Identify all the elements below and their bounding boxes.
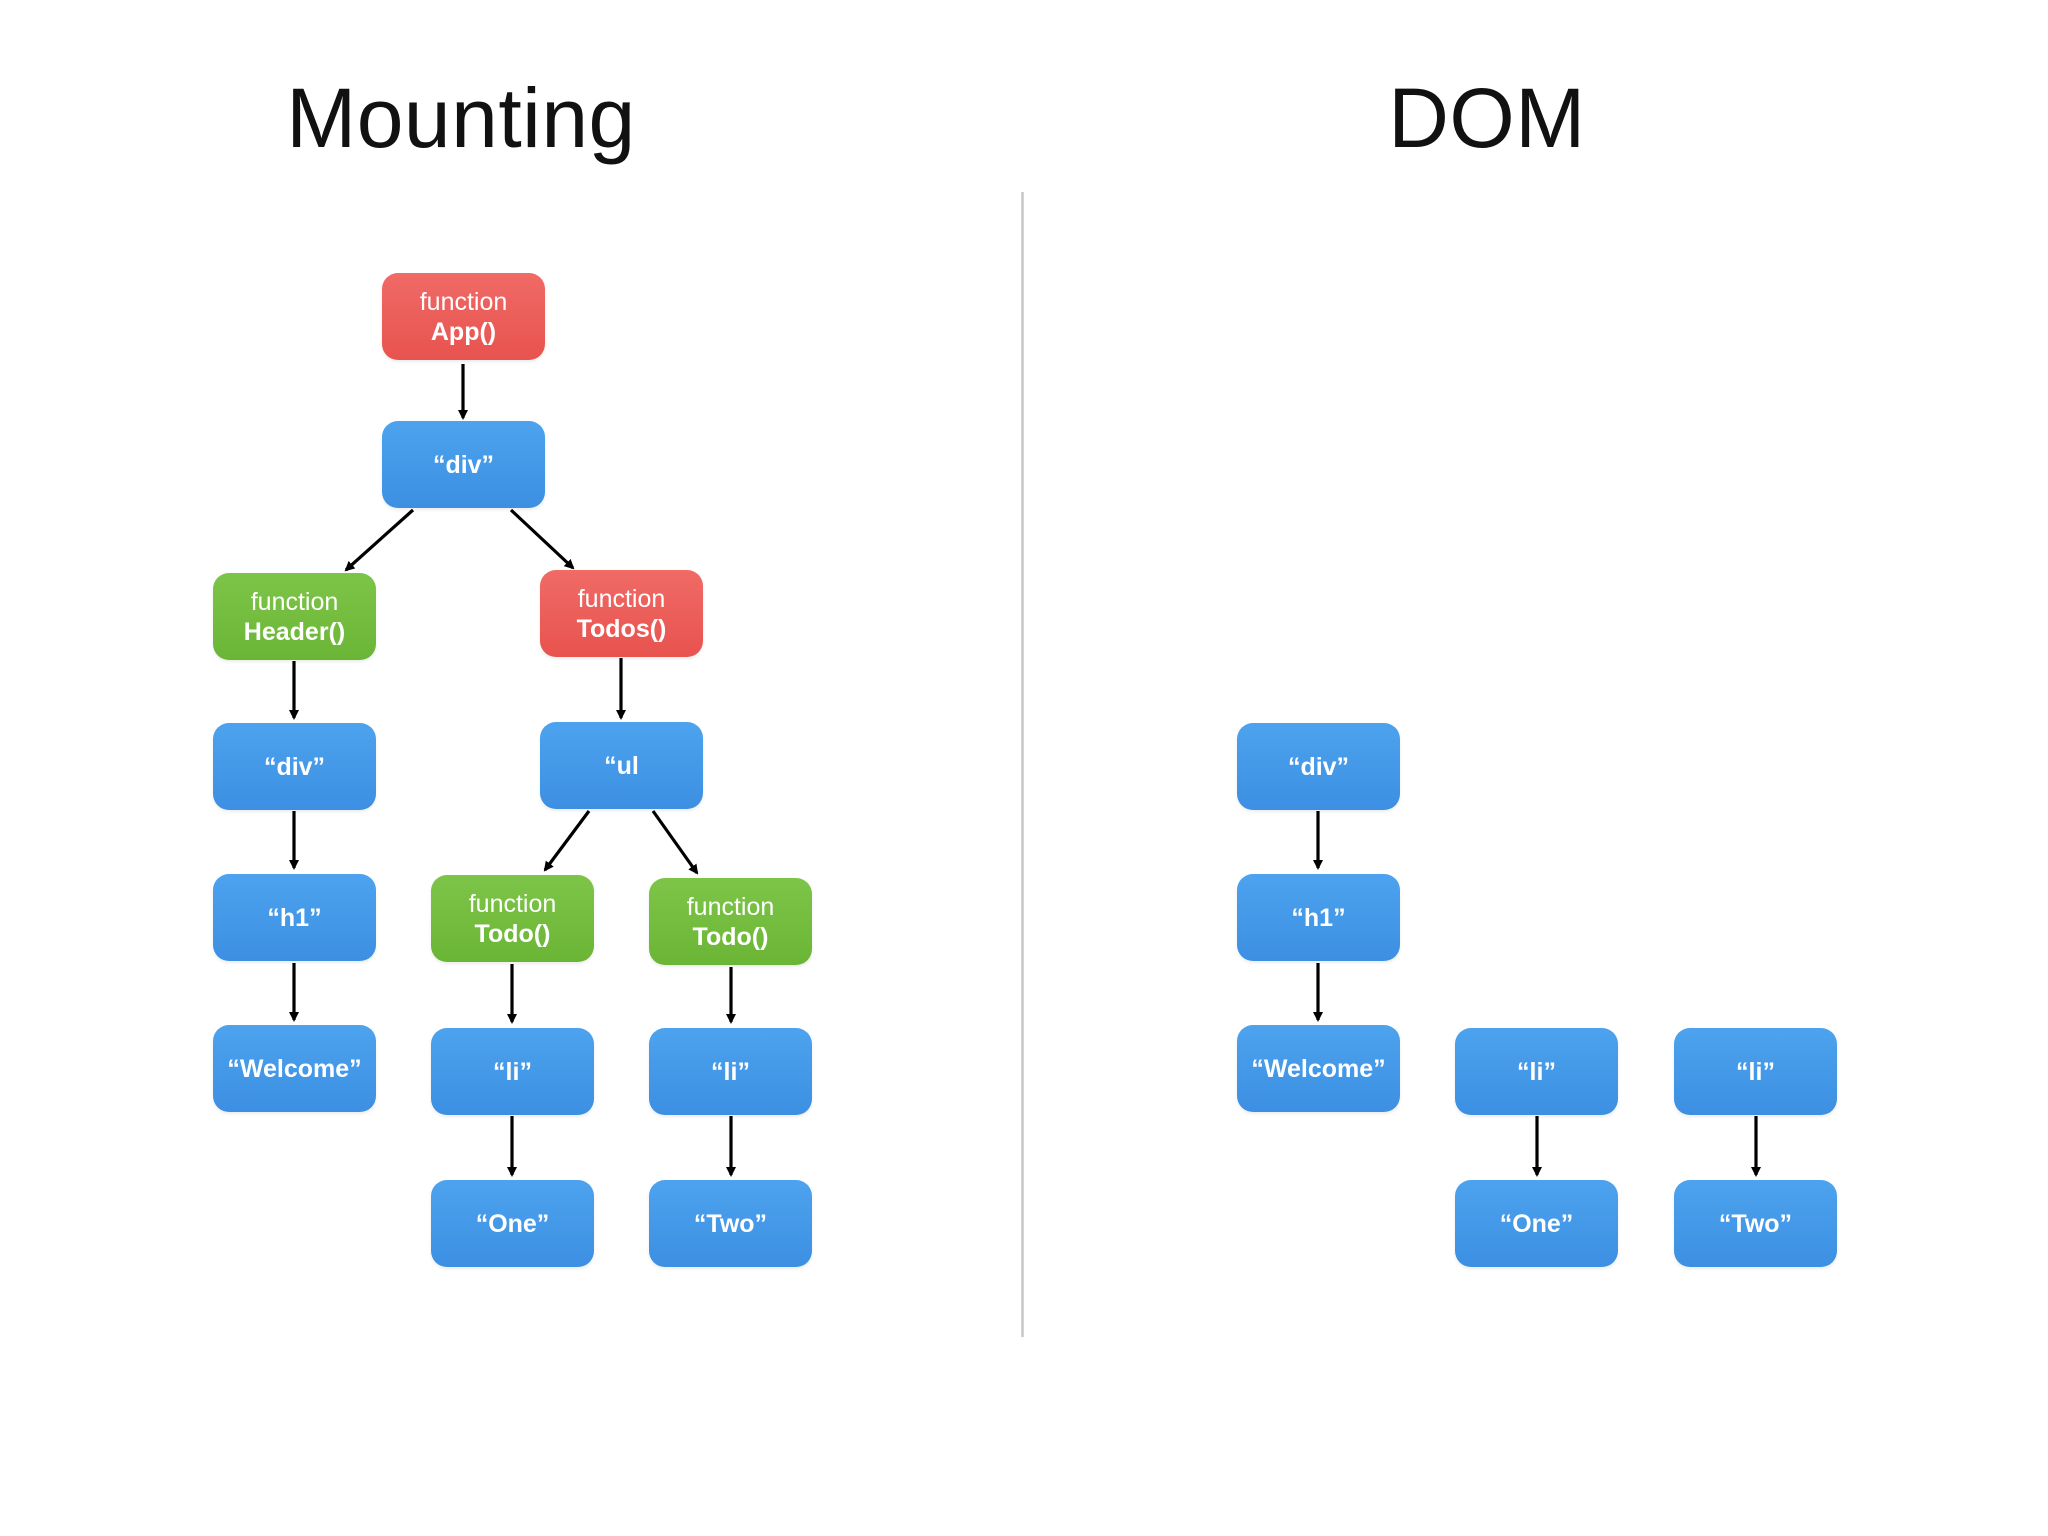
element-label: “One” [475,1209,550,1238]
function-keyword: function [686,892,775,921]
element-label: “li” [711,1057,750,1086]
todo1-function-node: function Todo() [431,875,594,962]
element-label: “div” [1287,752,1350,781]
one-text-node: “One” [431,1180,594,1267]
dom-two-node: “Two” [1674,1180,1837,1267]
element-label: “Two” [693,1209,768,1238]
mounting-title: Mounting [286,71,636,165]
header-function-node: function Header() [213,573,376,660]
function-keyword: function [250,587,339,616]
header-div-element-node: “div” [213,723,376,810]
element-label: “Two” [1718,1209,1793,1238]
divider-line [1021,192,1024,1337]
edge-ul-todo2 [651,810,699,875]
element-label: “Welcome” [1251,1054,1386,1083]
welcome-text-node: “Welcome” [213,1025,376,1112]
function-keyword: function [468,889,557,918]
dom-title: DOM [1388,71,1586,165]
component-name: App() [430,317,497,346]
function-keyword: function [419,287,508,316]
dom-li1-node: “li” [1455,1028,1618,1115]
component-name: Todo() [474,919,551,948]
ul-element-node: “ul [540,722,703,809]
div-element-node: “div” [382,421,545,508]
element-label: “h1” [1291,903,1346,932]
edge-div-todos [509,508,575,570]
element-label: “Welcome” [227,1054,362,1083]
li2-element-node: “li” [649,1028,812,1115]
element-label: “div” [263,752,326,781]
component-name: Todo() [692,922,769,951]
todos-function-node: function Todos() [540,570,703,657]
todo2-function-node: function Todo() [649,878,812,965]
dom-div-node: “div” [1237,723,1400,810]
h1-element-node: “h1” [213,874,376,961]
component-name: Todos() [576,614,667,643]
edge-ul-todo1 [543,810,591,872]
dom-li2-node: “li” [1674,1028,1837,1115]
element-label: “li” [1736,1057,1775,1086]
element-label: “div” [432,450,495,479]
dom-h1-node: “h1” [1237,874,1400,961]
edge-div-header [344,508,415,572]
element-label: “One” [1499,1209,1574,1238]
dom-one-node: “One” [1455,1180,1618,1267]
li1-element-node: “li” [431,1028,594,1115]
dom-welcome-node: “Welcome” [1237,1025,1400,1112]
function-keyword: function [577,584,666,613]
element-label: “h1” [267,903,322,932]
app-function-node: function App() [382,273,545,360]
element-label: “li” [1517,1057,1556,1086]
two-text-node: “Two” [649,1180,812,1267]
element-label: “li” [493,1057,532,1086]
component-name: Header() [243,617,346,646]
element-label: “ul [604,751,639,780]
